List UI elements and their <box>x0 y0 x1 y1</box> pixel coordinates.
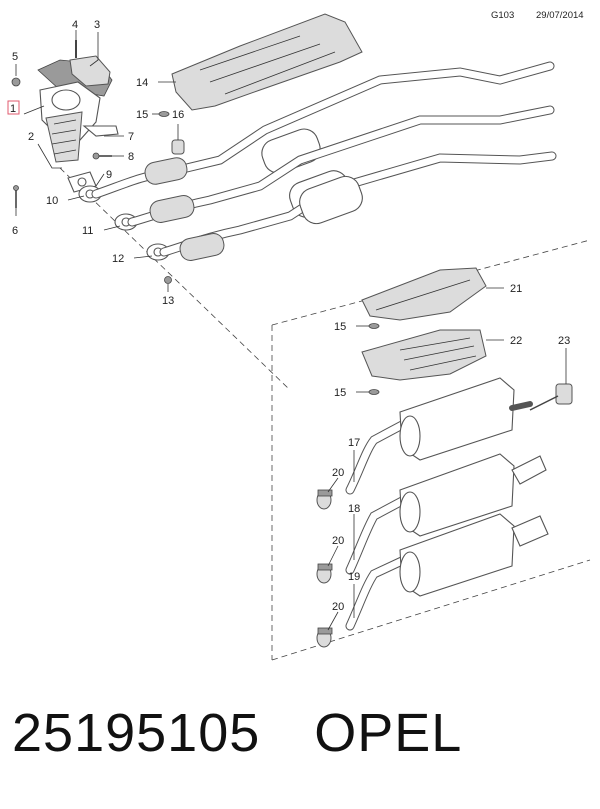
callout-1[interactable]: 1 <box>10 103 16 115</box>
callout-12[interactable]: 12 <box>112 253 124 265</box>
callout-8[interactable]: 8 <box>128 151 134 163</box>
callout-3[interactable]: 3 <box>94 19 100 31</box>
heat-shield-21[interactable] <box>361 267 487 321</box>
leader-lines <box>15 30 567 631</box>
callout-7[interactable]: 7 <box>128 131 134 143</box>
callout-20-middle[interactable]: 20 <box>332 535 344 547</box>
callout-11[interactable]: 11 <box>82 225 93 237</box>
callout-2[interactable]: 2 <box>28 131 34 143</box>
callout-21[interactable]: 21 <box>510 283 522 295</box>
callout-15-upper[interactable]: 15 <box>136 109 148 121</box>
callout-19[interactable]: 19 <box>348 571 360 583</box>
exhaust-system-diagram: 1 2 3 4 5 6 7 8 9 10 11 12 13 14 15 15 1… <box>7 13 591 661</box>
callouts: 1 2 3 4 5 6 7 8 9 10 11 12 13 14 15 15 1… <box>10 19 570 613</box>
heat-shield-22[interactable] <box>361 329 487 381</box>
rear-muffler-18[interactable] <box>345 453 547 575</box>
clip-15-upper[interactable] <box>158 111 170 117</box>
callout-17[interactable]: 17 <box>348 437 360 449</box>
nut-13[interactable] <box>164 276 172 284</box>
callout-highlight-box <box>7 100 20 115</box>
callout-20-lower[interactable]: 20 <box>332 601 344 613</box>
callout-4[interactable]: 4 <box>72 19 78 31</box>
brand-name: OPEL <box>314 703 463 763</box>
part-caption: 25195105 OPEL <box>12 702 462 764</box>
callout-13[interactable]: 13 <box>162 295 174 307</box>
callout-15-lower[interactable]: 15 <box>334 387 346 399</box>
clamp-20-lower[interactable] <box>316 627 333 648</box>
bolt-8[interactable] <box>92 152 112 160</box>
nut-5[interactable] <box>11 77 21 87</box>
clip-15-middle[interactable] <box>368 323 380 329</box>
callout-14[interactable]: 14 <box>136 77 148 89</box>
clamp-20-middle[interactable] <box>316 563 333 584</box>
callout-5[interactable]: 5 <box>12 51 18 63</box>
callout-10[interactable]: 10 <box>46 195 58 207</box>
heat-shield-upper[interactable] <box>171 13 363 111</box>
part-number: 25195105 <box>12 703 261 763</box>
diagram-date: 29/07/2014 <box>536 10 584 21</box>
callout-20-upper[interactable]: 20 <box>332 467 344 479</box>
rear-muffler-19[interactable] <box>345 513 549 631</box>
bracket-7[interactable] <box>82 125 119 137</box>
heat-shield-manifold[interactable] <box>69 55 111 87</box>
callout-15-middle[interactable]: 15 <box>334 321 346 333</box>
bolt-6[interactable] <box>13 185 19 209</box>
clip-15-lower[interactable] <box>368 389 380 395</box>
callout-6[interactable]: 6 <box>12 225 18 237</box>
callout-23[interactable]: 23 <box>558 335 570 347</box>
diagram-code: G103 <box>491 10 515 21</box>
clamp-20-upper[interactable] <box>316 489 333 510</box>
callout-16[interactable]: 16 <box>172 109 184 121</box>
hanger-16[interactable] <box>171 139 185 155</box>
callout-22[interactable]: 22 <box>510 335 522 347</box>
callout-9[interactable]: 9 <box>106 169 112 181</box>
frame-line-upper <box>59 167 291 391</box>
front-pipe-variant-3[interactable] <box>159 151 557 262</box>
rear-muffler-17[interactable] <box>345 377 533 495</box>
callout-18[interactable]: 18 <box>348 503 360 515</box>
hanger-23[interactable] <box>529 383 573 411</box>
